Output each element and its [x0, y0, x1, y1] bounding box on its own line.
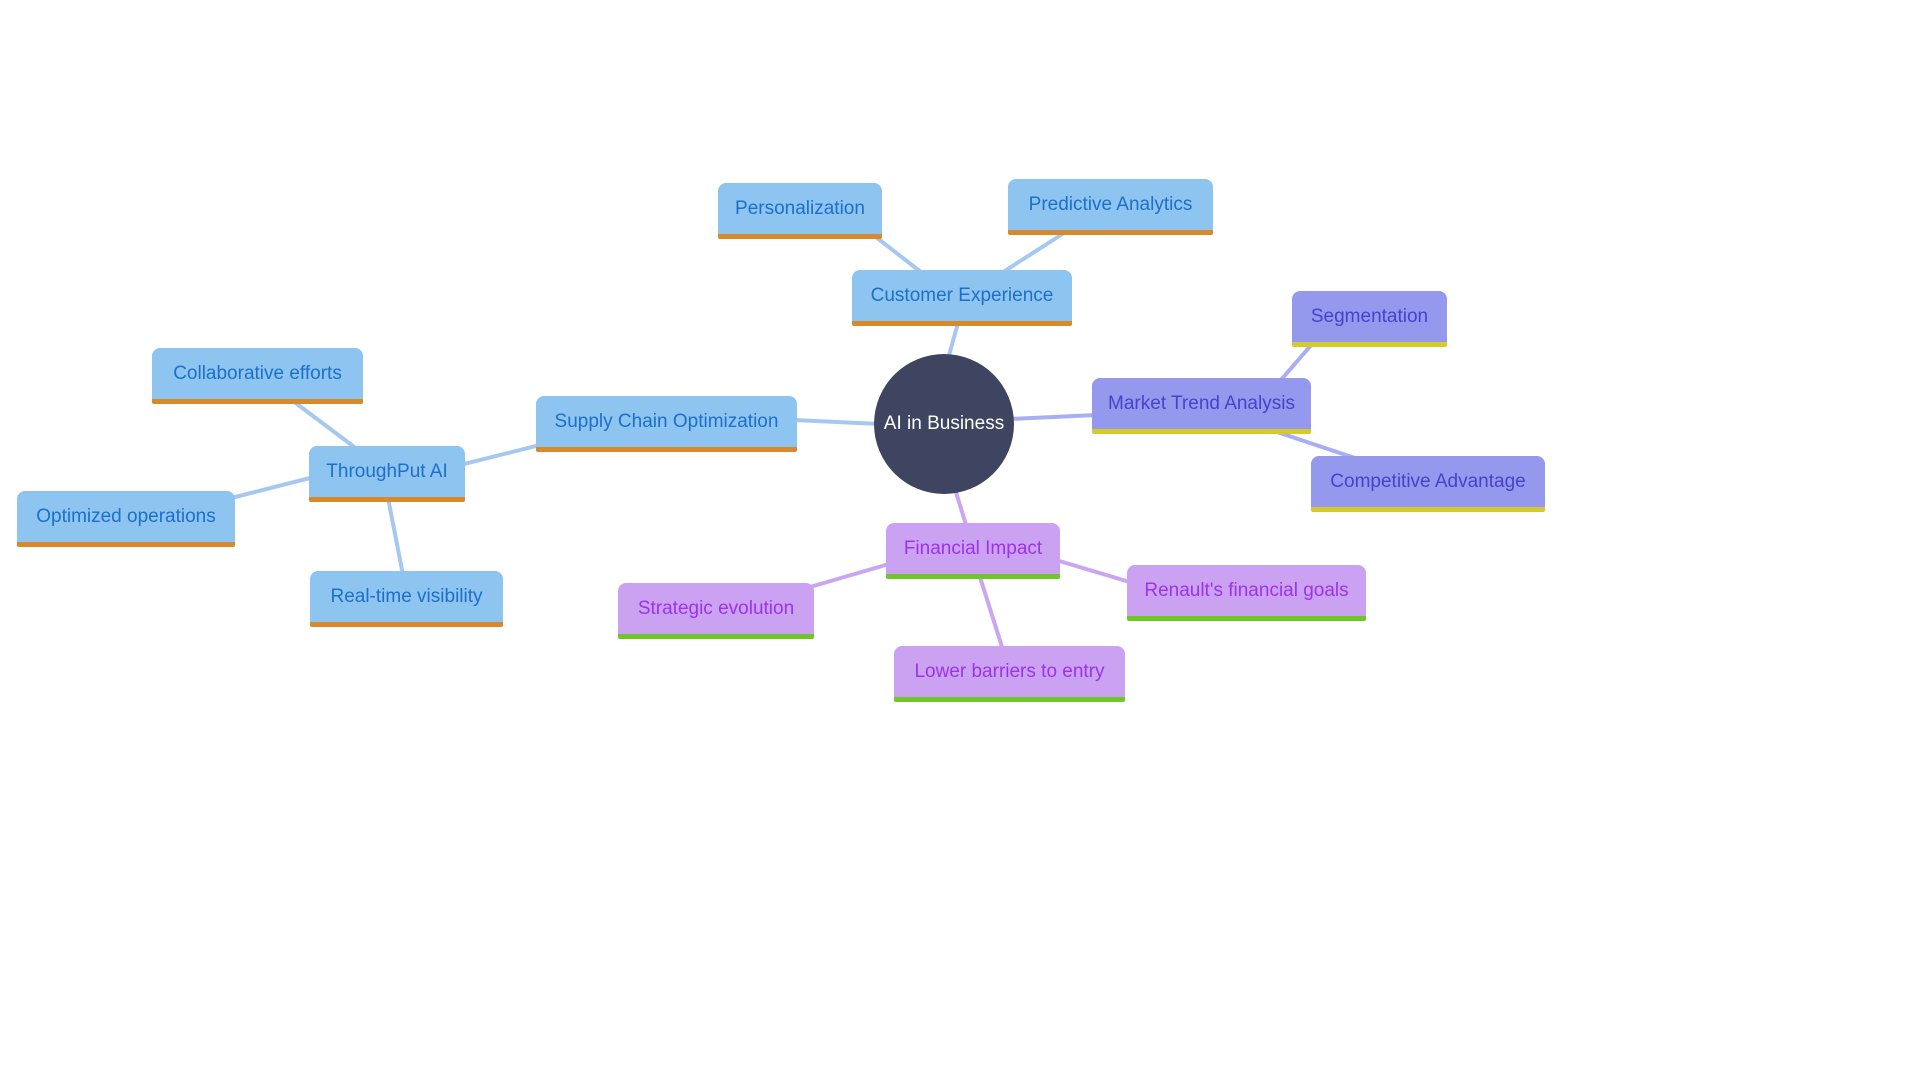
- node-throughput-ai-label: ThroughPut AI: [326, 460, 448, 482]
- node-lower-barriers-to-entry-label: Lower barriers to entry: [914, 660, 1105, 682]
- node-segmentation: Segmentation: [1292, 291, 1447, 347]
- node-root: AI in Business: [874, 354, 1014, 494]
- edge-throughput-ai-real-time-visibility: [386, 496, 405, 577]
- node-renaults-financial-goals: Renault's financial goals: [1127, 565, 1366, 621]
- edge-throughput-ai-collaborative-efforts: [291, 399, 359, 451]
- node-market-trend-analysis-label: Market Trend Analysis: [1108, 392, 1295, 414]
- node-throughput-ai: ThroughPut AI: [309, 446, 465, 502]
- edge-financial-impact-renaults-goals: [1054, 558, 1135, 585]
- node-root-label: AI in Business: [883, 413, 1005, 434]
- node-strategic-evolution-label: Strategic evolution: [637, 597, 795, 619]
- node-segmentation-label: Segmentation: [1310, 305, 1429, 327]
- edge-root-market-trend-analysis: [1008, 413, 1098, 421]
- node-real-time-visibility-label: Real-time visibility: [330, 585, 483, 607]
- edge-market-trend-competitive-advantage: [1272, 429, 1360, 461]
- node-optimized-operations: Optimized operations: [17, 491, 235, 547]
- node-supply-chain-optimization-label: Supply Chain Optimization: [554, 410, 779, 432]
- edge-customer-experience-personalization: [870, 232, 928, 278]
- node-strategic-evolution: Strategic evolution: [618, 583, 814, 639]
- node-competitive-advantage-label: Competitive Advantage: [1330, 470, 1526, 492]
- node-competitive-advantage: Competitive Advantage: [1311, 456, 1545, 512]
- node-customer-experience-label: Customer Experience: [870, 284, 1054, 306]
- node-predictive-analytics: Predictive Analytics: [1008, 179, 1213, 235]
- node-real-time-visibility: Real-time visibility: [310, 571, 503, 627]
- node-customer-experience: Customer Experience: [852, 270, 1072, 326]
- edge-supply-chain-throughput-ai: [454, 443, 542, 468]
- node-predictive-analytics-label: Predictive Analytics: [1028, 193, 1193, 215]
- edge-root-financial-impact: [953, 487, 969, 530]
- edge-market-trend-segmentation: [1278, 341, 1315, 383]
- node-optimized-operations-label: Optimized operations: [36, 505, 216, 527]
- node-personalization-label: Personalization: [735, 197, 865, 219]
- node-financial-impact: Financial Impact: [886, 523, 1060, 579]
- node-financial-impact-label: Financial Impact: [903, 537, 1043, 559]
- node-collaborative-efforts-label: Collaborative efforts: [173, 362, 342, 384]
- node-lower-barriers-to-entry: Lower barriers to entry: [894, 646, 1125, 702]
- node-market-trend-analysis: Market Trend Analysis: [1092, 378, 1311, 434]
- edge-root-supply-chain-optimization: [792, 418, 882, 426]
- node-personalization: Personalization: [718, 183, 882, 239]
- node-collaborative-efforts: Collaborative efforts: [152, 348, 363, 404]
- edge-financial-impact-strategic-evolution: [808, 562, 891, 589]
- node-renaults-financial-goals-label: Renault's financial goals: [1144, 579, 1349, 601]
- node-supply-chain-optimization: Supply Chain Optimization: [536, 396, 797, 452]
- edge-throughput-ai-optimized-operations: [229, 475, 316, 500]
- edge-customer-experience-predictive-analytics: [998, 231, 1066, 276]
- edge-financial-impact-lower-barriers: [977, 572, 1005, 652]
